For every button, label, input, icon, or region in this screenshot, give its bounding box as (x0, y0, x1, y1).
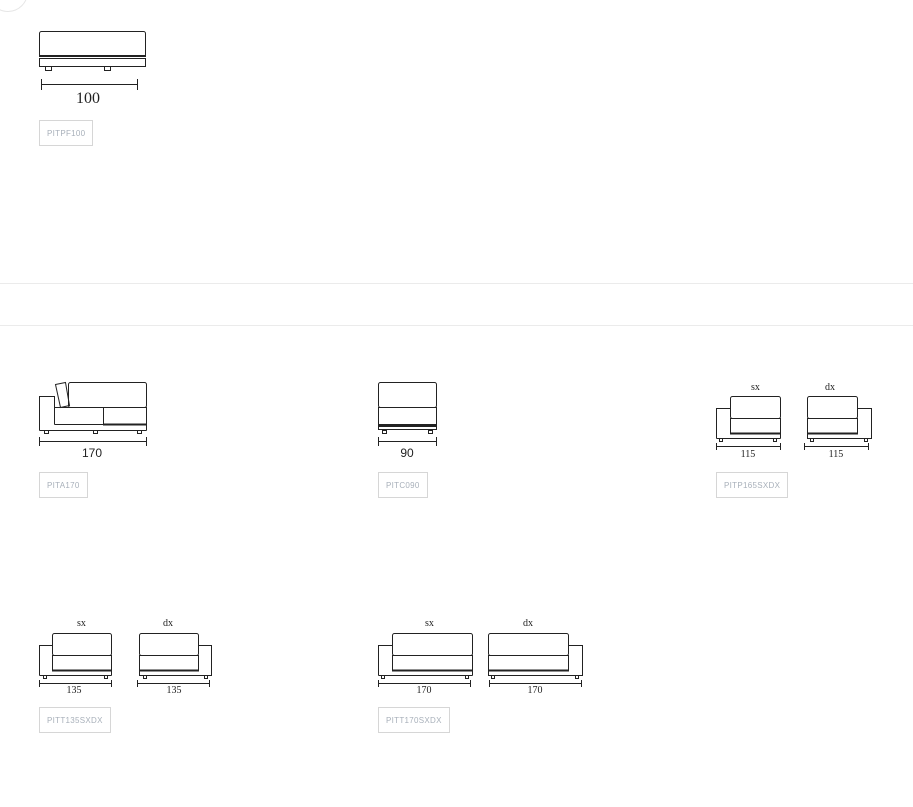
product-code-button-pitp165sxdx[interactable]: PITP165SXDX (716, 472, 789, 498)
dimension-label: 100 (76, 90, 100, 107)
left-version-label: sx (425, 618, 434, 629)
right-version-label: dx (825, 382, 835, 393)
right-dimension-label: 170 (527, 685, 543, 696)
product-code-button-pitc090[interactable]: PITC090 (378, 472, 428, 498)
product-code-button-pitt135sxdx[interactable]: PITT135SXDX (39, 707, 111, 733)
product-code-button-pitt170sxdx[interactable]: PITT170SXDX (378, 707, 450, 733)
product-code-button-pita170[interactable]: PITA170 (39, 472, 88, 498)
right-dimension-label: 115 (828, 449, 844, 460)
left-dimension-label: 115 (740, 449, 756, 460)
right-version-label: dx (523, 618, 533, 629)
corner-circle-decoration (0, 0, 28, 12)
right-dimension-label: 135 (166, 685, 182, 696)
left-version-label: sx (77, 618, 86, 629)
left-version-label: sx (751, 382, 760, 393)
dimension-label: 170 (81, 446, 103, 460)
dimension-label: 90 (400, 446, 414, 460)
left-dimension-label: 135 (66, 685, 82, 696)
right-version-label: dx (163, 618, 173, 629)
section-divider (0, 283, 913, 284)
product-code-button-pitpf100[interactable]: PITPF100 (39, 120, 94, 146)
section-divider (0, 325, 913, 326)
left-dimension-label: 170 (416, 685, 432, 696)
